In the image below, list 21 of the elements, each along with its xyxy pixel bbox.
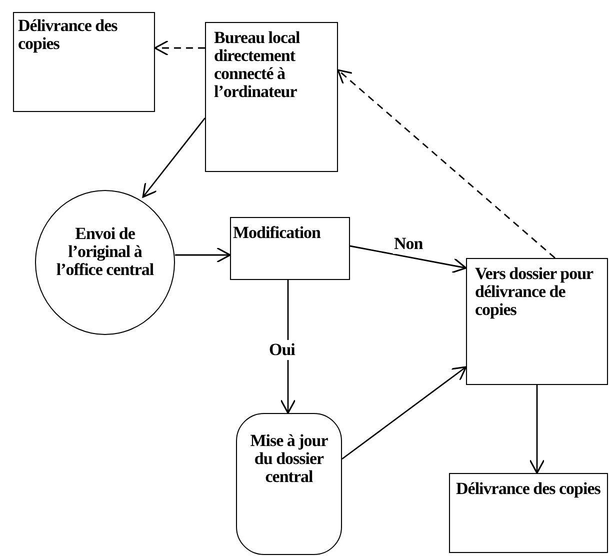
node-text: Bureau local directement connecté à l’ordinateur [214, 29, 301, 100]
arrow [350, 245, 467, 274]
node-text: Modification [233, 224, 322, 242]
node-text: Mise à jour du dossier central [249, 432, 329, 486]
arrow [154, 40, 205, 56]
arrow [142, 118, 206, 198]
node-text: Envoi de l’original à l’office central [55, 225, 155, 279]
process-box [13, 12, 155, 112]
edge-label: Oui [268, 340, 296, 360]
arrow [529, 385, 545, 474]
arrow [337, 69, 556, 259]
process-box [230, 217, 350, 280]
node-text: Délivrance des copies [18, 17, 118, 53]
process-box [205, 22, 338, 172]
node-text: Délivrance des copies [456, 480, 601, 498]
process-box [466, 258, 608, 385]
rounded-box [236, 413, 342, 555]
arrow [175, 247, 231, 263]
process-box [449, 473, 608, 553]
node-text: Vers dossier pour délivrance de copies [475, 265, 594, 319]
arrow [342, 366, 467, 460]
